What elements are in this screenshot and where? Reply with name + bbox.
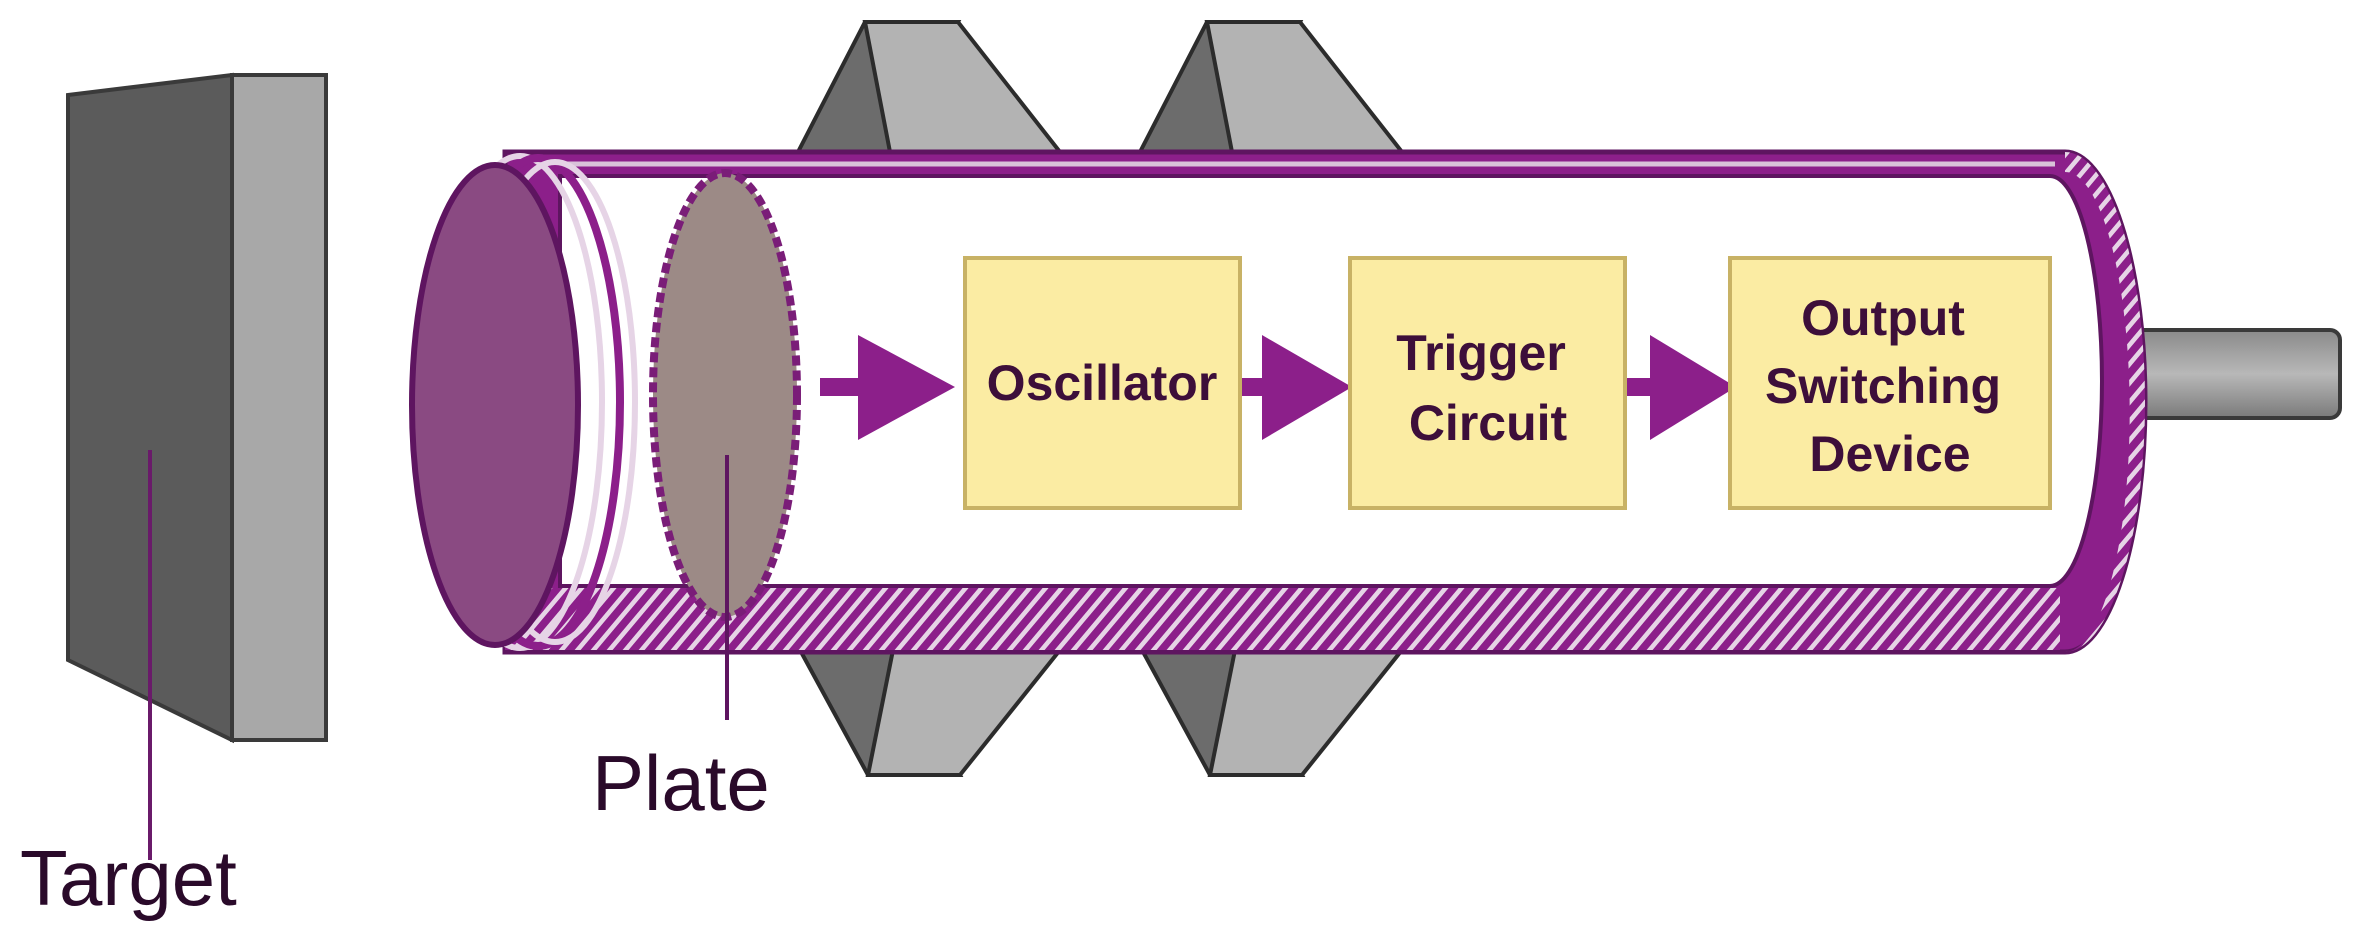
output-switching-label-line-1: Output <box>1801 290 1965 346</box>
output-shaft <box>2128 328 2342 420</box>
arrow-right-icon <box>1627 335 1736 440</box>
trigger-circuit-label-line-1: Trigger <box>1396 325 1565 381</box>
oscillator-label: Oscillator <box>987 355 1218 411</box>
output-switching-label-line-3: Device <box>1809 426 1970 482</box>
housing-hatched-wall <box>505 588 2060 650</box>
target-block <box>66 72 328 744</box>
housing-end-cap <box>2065 152 2145 652</box>
arrow-right-icon <box>1240 335 1352 440</box>
plate-label: Plate <box>592 739 770 827</box>
mounting-nut-left-top <box>794 20 1065 154</box>
mounting-nut-right-top <box>1136 20 1407 154</box>
output-switching-device-block: Output Switching Device <box>1728 256 2052 510</box>
svg-text:Output Switching D: Output Switching Device <box>1765 290 2015 482</box>
mounting-nut-left-bottom <box>796 648 1065 777</box>
output-switching-label-line-2: Switching <box>1765 358 2001 414</box>
svg-text:Trigger Circuit: Trigger Circuit <box>1396 325 1579 451</box>
oscillator-block: Oscillator <box>963 256 1242 510</box>
svg-text:Oscillator: Oscillator <box>987 355 1218 411</box>
mounting-nut-right-bottom <box>1138 648 1407 777</box>
target-side-face <box>230 73 328 742</box>
trigger-circuit-label-line-2: Circuit <box>1409 395 1568 451</box>
target-label: Target <box>20 834 237 922</box>
sensor-front-face <box>409 162 581 648</box>
trigger-circuit-block: Trigger Circuit <box>1348 256 1627 510</box>
arrow-right-icon <box>820 335 955 440</box>
